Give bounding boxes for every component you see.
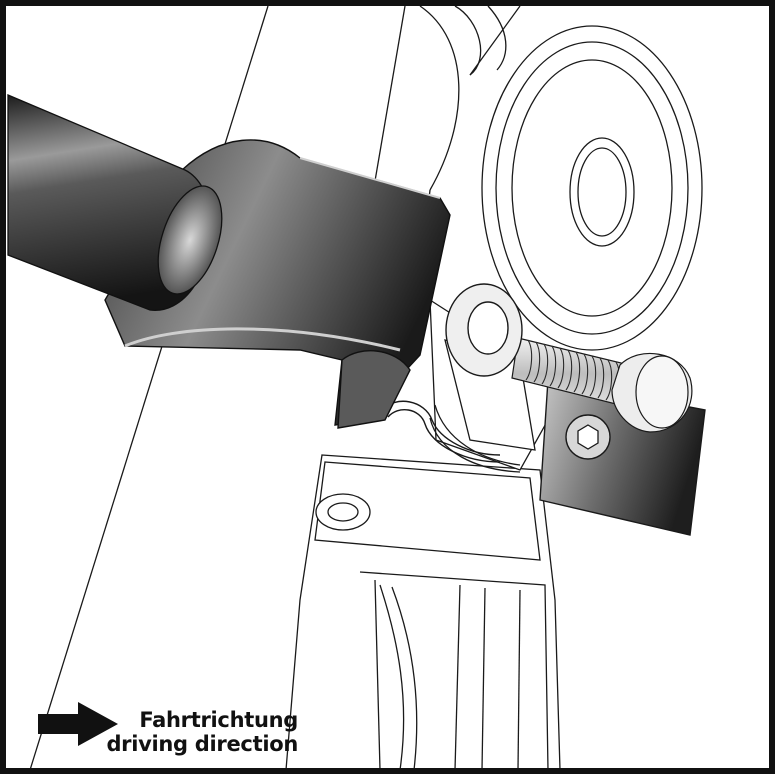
bolt-thread (549, 345, 557, 387)
pulley-wheel (481, 25, 703, 351)
bolt-thread (605, 359, 613, 401)
bolt-thread (581, 353, 589, 395)
caption-english: driving direction (106, 732, 298, 756)
bolt-thread (573, 351, 581, 393)
bolt-thread (557, 347, 565, 389)
bolt-thread (533, 341, 541, 383)
bolt (511, 337, 693, 433)
washer (445, 283, 523, 377)
hex-socket-icon (565, 414, 611, 460)
caption-german: Fahrtrichtung (139, 708, 298, 732)
bolt-thread (541, 343, 549, 385)
bolt-thread (525, 339, 533, 381)
bolt-thread (565, 349, 573, 391)
round-tube (7, 94, 223, 311)
arrow-right-icon (38, 702, 118, 746)
bolt-thread (597, 357, 605, 399)
bolt-thread (589, 355, 597, 397)
lower-housing (285, 454, 561, 771)
wire-clip (382, 400, 501, 463)
direction-caption: Fahrtrichtung driving direction (98, 708, 298, 756)
